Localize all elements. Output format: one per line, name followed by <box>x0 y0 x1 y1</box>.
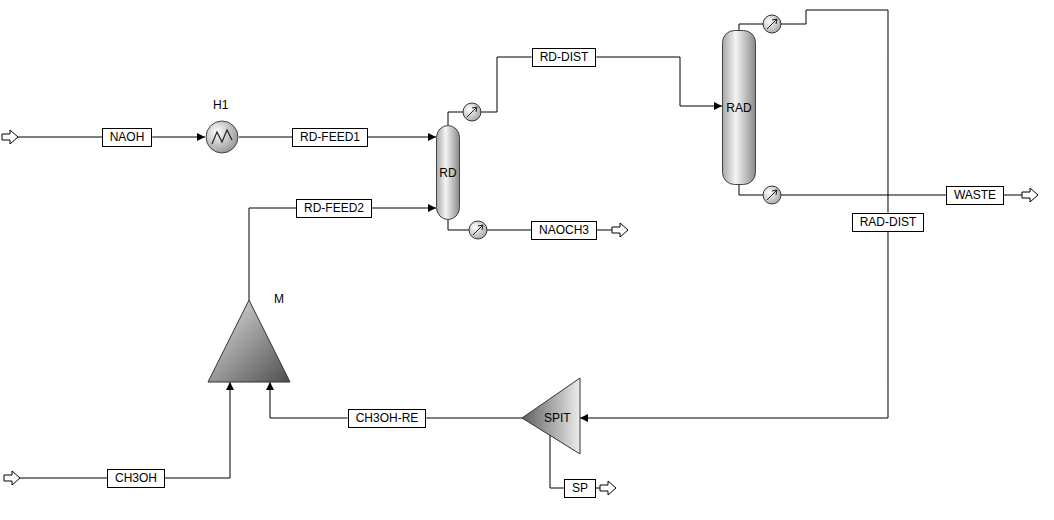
reboiler-symbol <box>469 221 487 239</box>
block-label: SPIT <box>544 411 571 425</box>
stream-line <box>270 382 348 418</box>
condenser-symbol <box>763 15 781 33</box>
stream-label: CH3OH-RE <box>356 411 419 426</box>
stream-label: CH3OH <box>115 471 157 486</box>
product-arrow <box>612 223 628 237</box>
stream-label-box: RD-DIST <box>532 48 597 67</box>
heater-block-outline <box>205 120 239 154</box>
stream-label-box: SP <box>564 479 596 498</box>
stream-label-box: NAOCH3 <box>531 221 597 240</box>
stream-label-box: RD-FEED2 <box>296 199 372 218</box>
reboiler-symbol <box>469 221 487 239</box>
column-shape <box>437 126 460 220</box>
column-shape <box>723 31 756 185</box>
mixer-block-outline <box>208 300 290 382</box>
stream-line <box>596 57 722 106</box>
mixer-shape <box>208 300 290 382</box>
splitter-shape <box>522 378 580 454</box>
stream-label: NAOCH3 <box>539 223 589 238</box>
stream-line <box>739 10 888 213</box>
reboiler-symbol <box>763 186 781 204</box>
reboiler-arrow <box>473 225 483 235</box>
stream-line <box>426 418 522 419</box>
stream-line <box>372 208 436 209</box>
stream-line <box>249 208 296 300</box>
reboiler-symbol <box>763 186 781 204</box>
feed-line <box>18 137 104 138</box>
stream-label-box: RD-FEED1 <box>292 128 368 147</box>
stream-label: NAOH <box>110 130 145 145</box>
condenser-symbol <box>463 103 481 121</box>
stream-label: SP <box>572 481 588 496</box>
product-arrow <box>1022 188 1038 202</box>
stream-label: RD-DIST <box>540 50 589 65</box>
stream-label-box: WASTE <box>946 186 1004 205</box>
stream-label: RD-FEED1 <box>300 130 360 145</box>
feed-line <box>20 478 110 479</box>
stream-line <box>448 220 531 230</box>
stream-line <box>239 137 292 138</box>
block-label: H1 <box>213 98 228 112</box>
stream-label: RD-FEED2 <box>304 201 364 216</box>
stream-line <box>165 382 230 478</box>
stream-label-box: NAOH <box>102 128 153 147</box>
feed-arrow <box>2 130 18 144</box>
stream-label-box: RAD-DIST <box>852 213 925 232</box>
block-label: M <box>274 292 284 306</box>
product-arrow <box>600 481 616 495</box>
condenser-symbol <box>763 15 781 33</box>
column-block: RAD <box>722 30 756 185</box>
condenser-arrow <box>767 19 777 29</box>
heater-shape <box>206 121 238 153</box>
block-label: RD <box>436 166 460 180</box>
feed-arrow <box>4 471 20 485</box>
reboiler-arrow <box>767 190 777 200</box>
stream-label-box: CH3OH <box>107 469 165 488</box>
column-block: RD <box>436 125 460 220</box>
stream-line <box>580 232 888 419</box>
heater-zigzag <box>212 130 232 144</box>
condenser-symbol <box>463 103 481 121</box>
splitter-block: SPIT <box>520 376 582 456</box>
block-label: RAD <box>722 101 756 115</box>
mixer-block: M <box>208 300 290 382</box>
stream-label: WASTE <box>954 188 996 203</box>
stream-label: RAD-DIST <box>860 215 917 230</box>
stream-line <box>368 137 436 138</box>
heater-block: H1 <box>205 120 239 154</box>
stream-line <box>448 57 532 125</box>
stream-line <box>152 137 205 138</box>
stream-label-box: CH3OH-RE <box>348 409 427 428</box>
condenser-arrow <box>467 107 477 117</box>
